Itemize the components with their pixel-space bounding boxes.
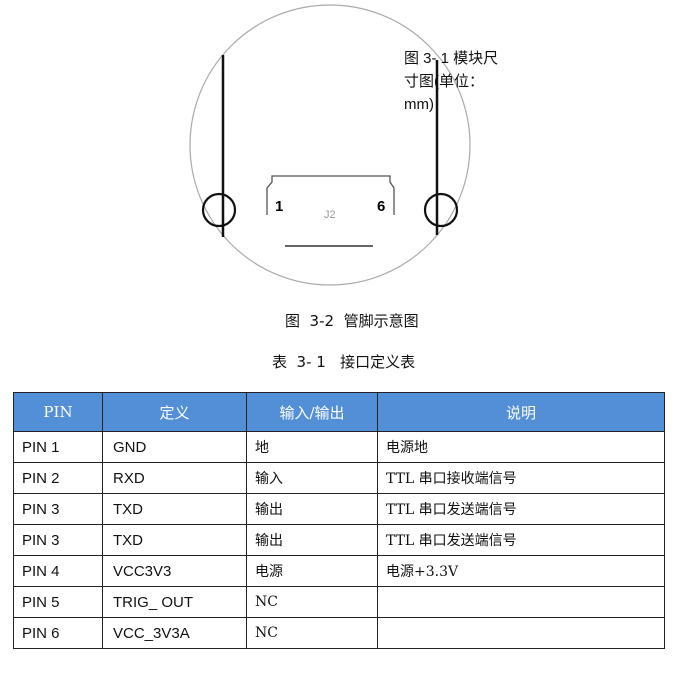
pin-cell: PIN 6 — [13, 617, 103, 649]
definition-cell: RXD — [102, 462, 247, 494]
description-cell: 电源地 — [377, 431, 665, 463]
io-cell: NC — [246, 617, 378, 649]
definition-cell: TRIG_ OUT — [102, 586, 247, 618]
description-cell — [377, 617, 665, 649]
io-cell: 电源 — [246, 555, 378, 587]
header-io: 输入/输出 — [246, 392, 378, 432]
io-cell: NC — [246, 586, 378, 618]
header-description: 说明 — [377, 392, 665, 432]
definition-cell: VCC3V3 — [102, 555, 247, 587]
figure-label-line: mm) — [404, 96, 434, 113]
io-cell: 输出 — [246, 524, 378, 556]
header-definition: 定义 — [102, 392, 247, 432]
io-cell: 输入 — [246, 462, 378, 494]
definition-cell: TXD — [102, 524, 247, 556]
connector-outline — [266, 175, 395, 215]
description-cell — [377, 586, 665, 618]
pin-diagram: 1 6 J2 — [189, 4, 471, 286]
pin-cell: PIN 3 — [13, 524, 103, 556]
io-cell: 输出 — [246, 493, 378, 525]
description-cell: 电源+3.3V — [377, 555, 665, 587]
figure-caption: 图 3-2 管脚示意图 — [285, 312, 419, 330]
connector-label: J2 — [324, 209, 336, 221]
table-caption: 表 3- 1 接口定义表 — [272, 353, 416, 371]
pin-cell: PIN 3 — [13, 493, 103, 525]
definition-cell: TXD — [102, 493, 247, 525]
definition-cell: GND — [102, 431, 247, 463]
figure-3-1-label: 图 3- 1 模块尺 寸图(单位： mm) — [404, 47, 524, 116]
left-mount-hole — [201, 192, 237, 228]
table-header-row: PIN 定义 输入/输出 说明 — [13, 392, 665, 432]
description-cell: TTL 串口接收端信号 — [377, 462, 665, 494]
figure-label-line: 图 3- 1 模块尺 — [404, 50, 499, 67]
figure-label-line: 寸图(单位： — [404, 73, 484, 90]
pin-cell: PIN 1 — [13, 431, 103, 463]
description-cell: TTL 串口发送端信号 — [377, 524, 665, 556]
description-cell: TTL 串口发送端信号 — [377, 493, 665, 525]
header-pin: PIN — [13, 392, 103, 432]
right-mount-hole — [423, 192, 459, 228]
definition-cell: VCC_3V3A — [102, 617, 247, 649]
pin-cell: PIN 5 — [13, 586, 103, 618]
pin-right-label: 6 — [377, 198, 385, 215]
pin-cell: PIN 2 — [13, 462, 103, 494]
pin-cell: PIN 4 — [13, 555, 103, 587]
io-cell: 地 — [246, 431, 378, 463]
module-outline — [189, 4, 471, 286]
pin-left-label: 1 — [275, 198, 283, 215]
